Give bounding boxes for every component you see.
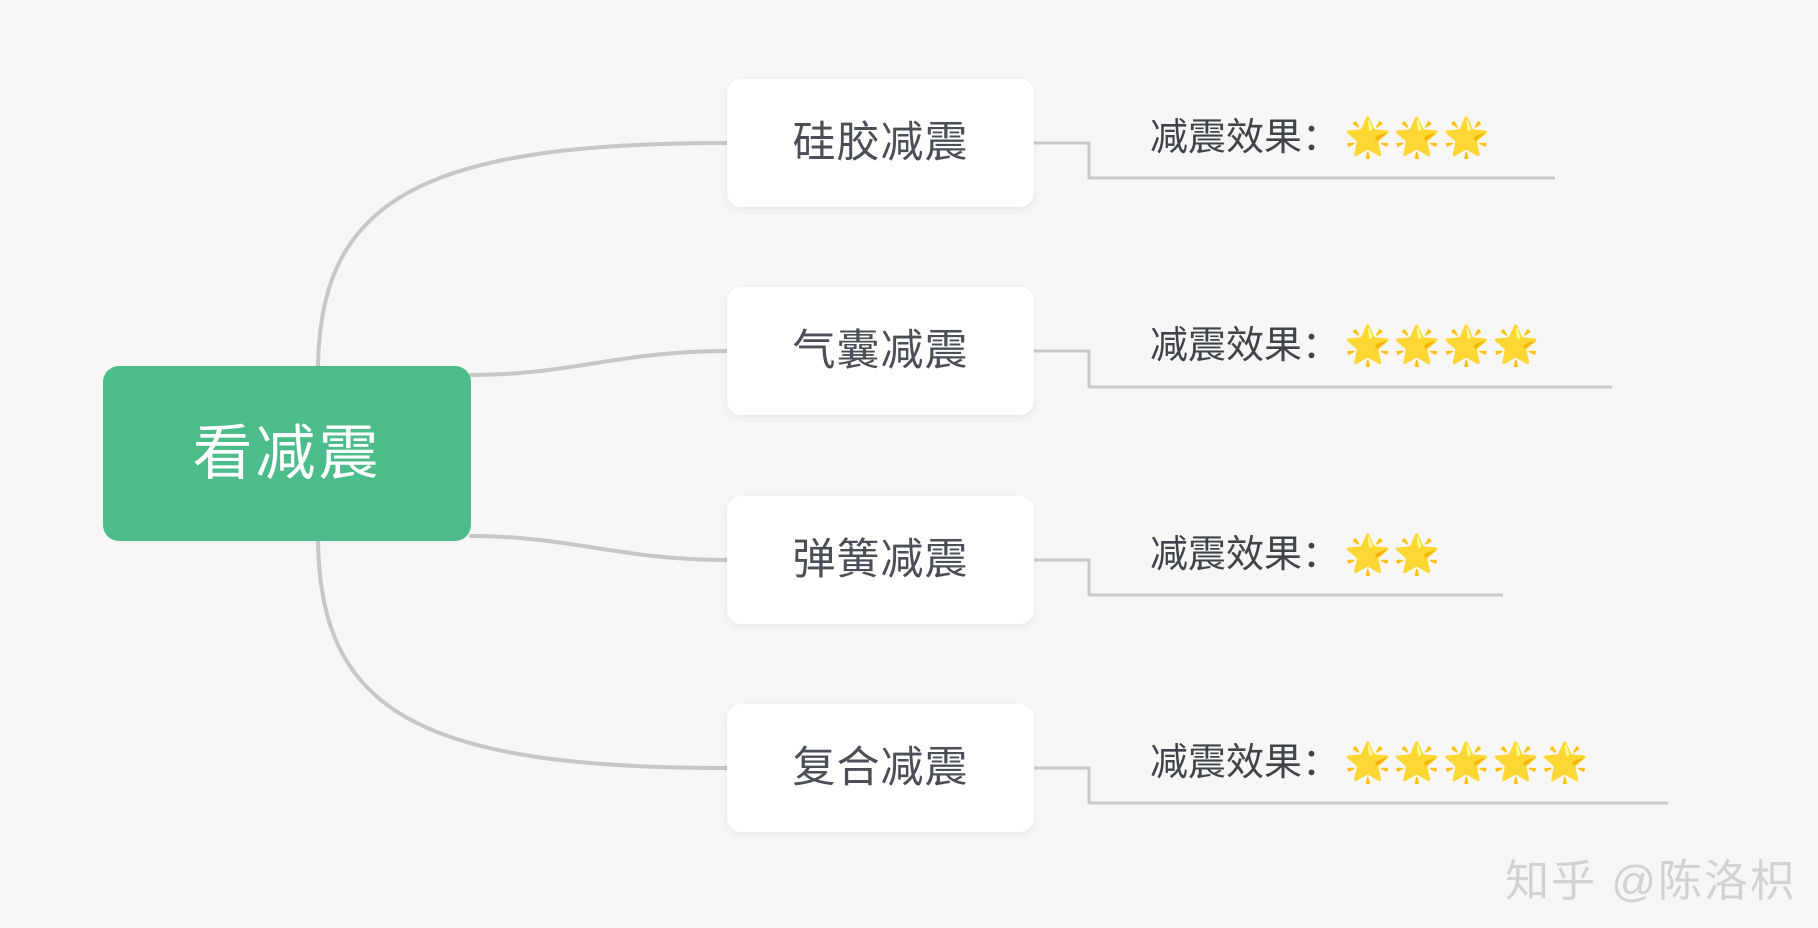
leaf-rating-3-label: 减震效果：: [1150, 534, 1341, 576]
leaf-rating-2-label: 减震效果：: [1150, 325, 1341, 367]
branch-card-2-label: 气囊减震: [792, 326, 969, 375]
leaf-rating-4[interactable]: 减震效果： 🌟🌟🌟🌟🌟: [1150, 744, 1591, 782]
leaf-rating-3[interactable]: 减震效果： 🌟🌟: [1150, 536, 1443, 574]
branch-card-3[interactable]: 弹簧减震: [727, 496, 1034, 624]
edge-root-to-branch-4: [316, 534, 729, 770]
edge-root-to-branch-1: [316, 141, 729, 374]
watermark: 知乎 @陈洛枳: [1505, 857, 1796, 906]
leaf-rating-4-stars: 🌟🌟🌟🌟🌟: [1344, 742, 1591, 784]
branch-card-4[interactable]: 复合减震: [727, 704, 1034, 832]
root-node-label: 看减震: [192, 419, 382, 487]
branch-card-1[interactable]: 硅胶减震: [727, 79, 1034, 207]
edge-root-to-branch-3: [469, 534, 729, 562]
branch-card-2[interactable]: 气囊减震: [727, 287, 1034, 415]
leaf-rating-1-label: 减震效果：: [1150, 117, 1341, 159]
leaf-rating-1-stars: 🌟🌟🌟: [1344, 117, 1492, 159]
branch-card-3-label: 弹簧减震: [792, 535, 969, 584]
edge-root-to-branch-2: [469, 349, 729, 377]
leaf-rating-2-stars: 🌟🌟🌟🌟: [1344, 325, 1542, 367]
leaf-rating-4-label: 减震效果：: [1150, 742, 1341, 784]
leaf-rating-2[interactable]: 减震效果： 🌟🌟🌟🌟: [1150, 327, 1541, 365]
branch-card-1-label: 硅胶减震: [792, 118, 969, 167]
root-node[interactable]: 看减震: [103, 366, 471, 541]
leaf-rating-1[interactable]: 减震效果： 🌟🌟🌟: [1150, 119, 1492, 157]
leaf-rating-3-stars: 🌟🌟: [1344, 534, 1443, 576]
branch-card-4-label: 复合减震: [792, 743, 969, 792]
